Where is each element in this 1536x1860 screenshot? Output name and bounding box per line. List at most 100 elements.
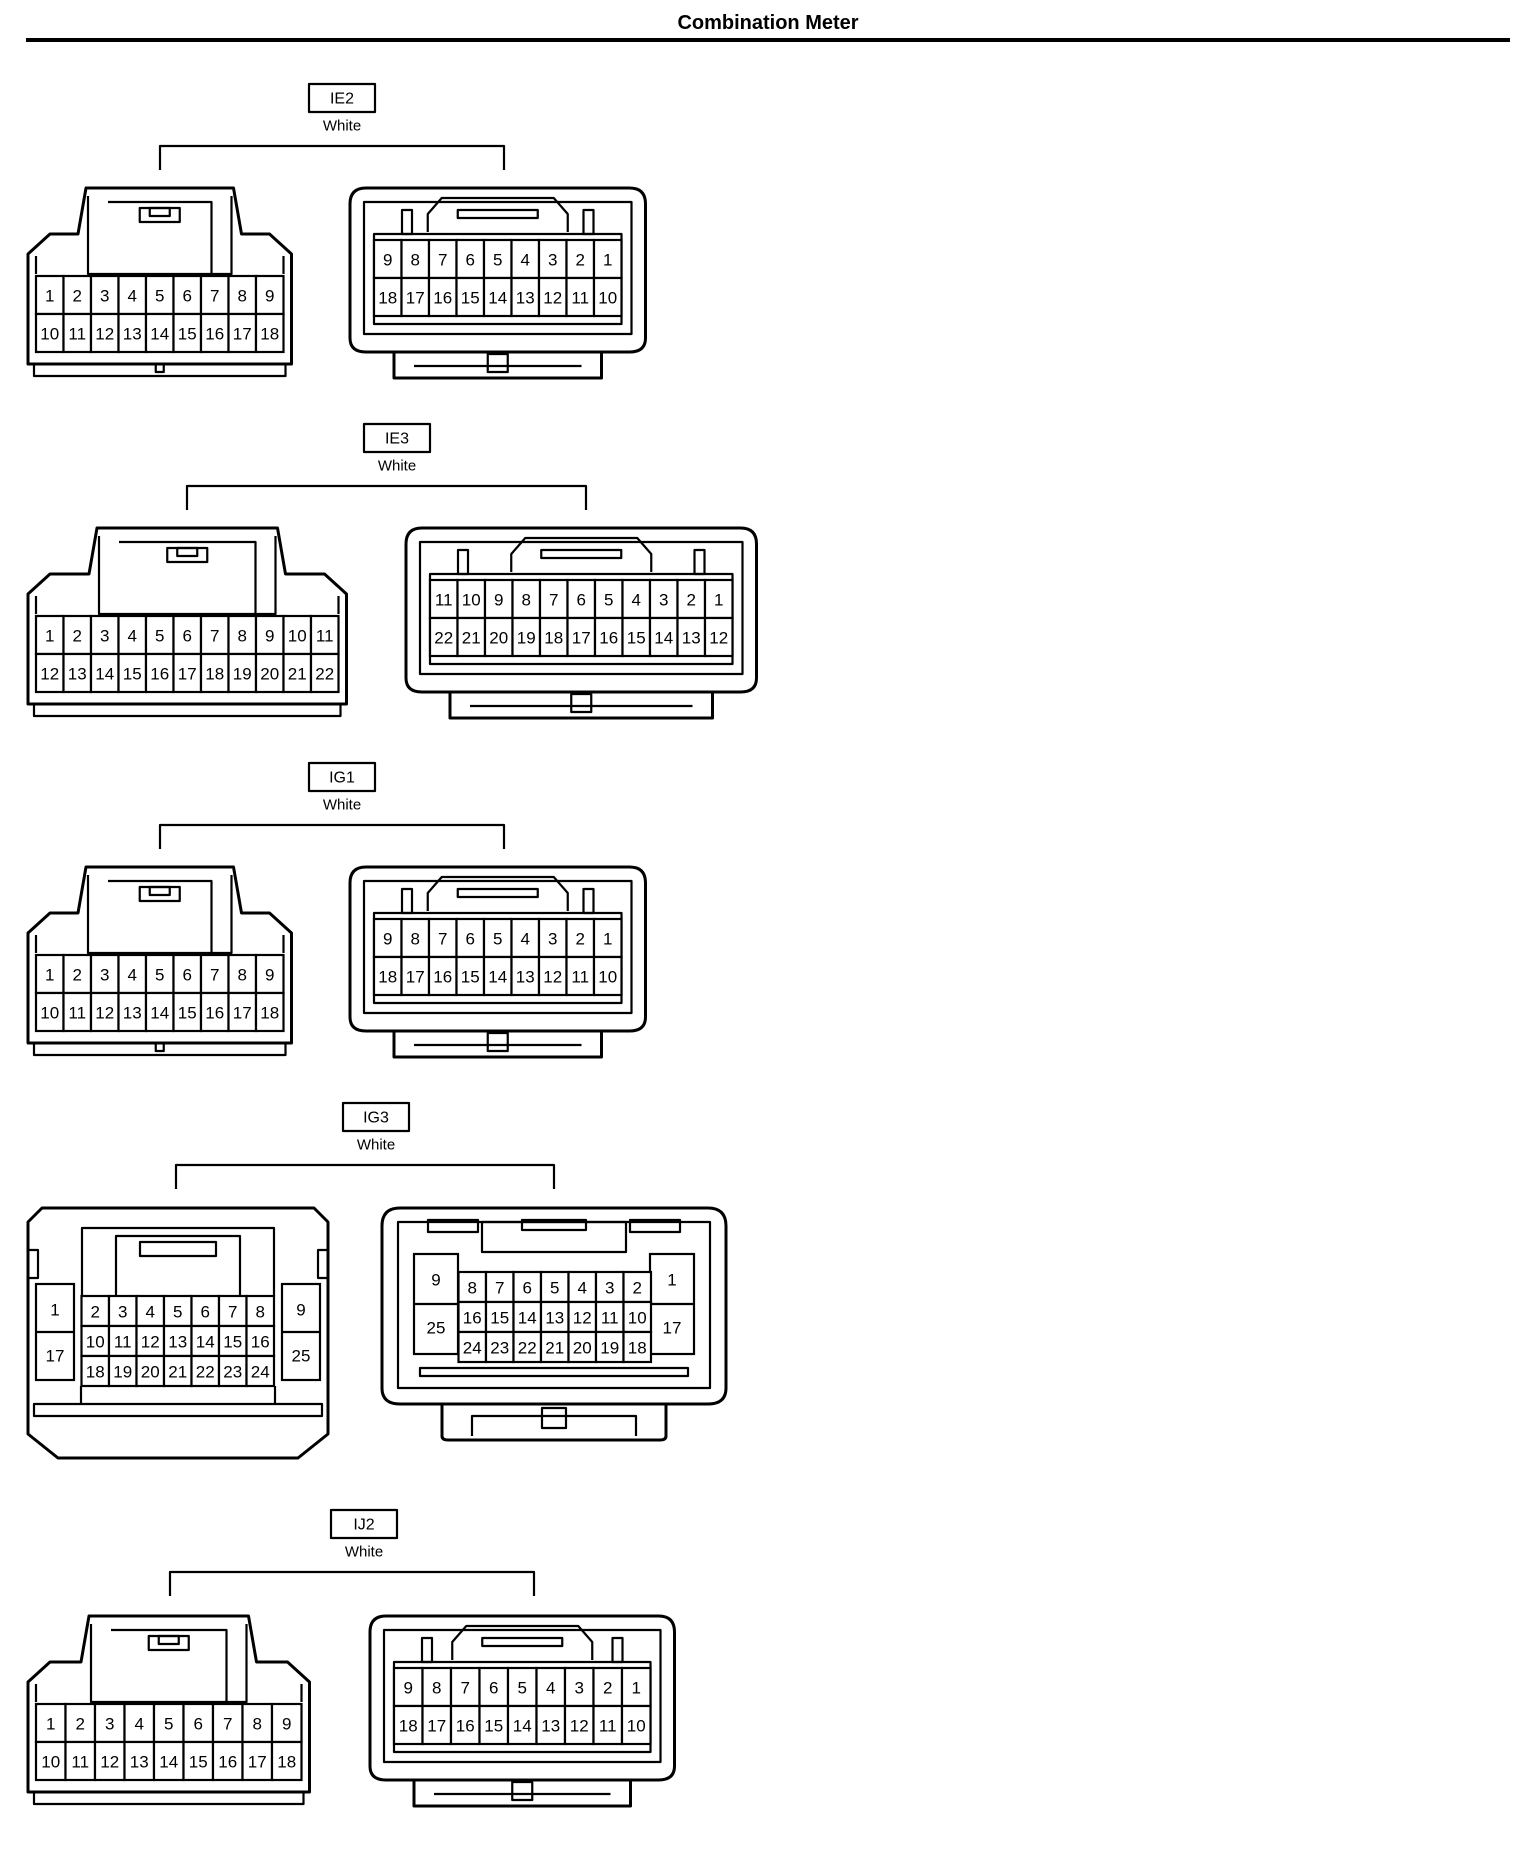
pin-label: 7 [549, 591, 558, 610]
pin-label: 18 [277, 1753, 296, 1772]
connector-id: IE3 [385, 431, 409, 448]
pin-cell [510, 276, 541, 318]
pin-label: 9 [265, 287, 274, 306]
pin-cell [309, 652, 340, 694]
latch [451, 1624, 594, 1660]
lock-key [511, 1780, 534, 1802]
housing-latch [86, 196, 233, 276]
pin-label: 8 [238, 287, 247, 306]
latch-tab [138, 1240, 218, 1258]
pin-label: 8 [522, 591, 531, 610]
connector-bracket [174, 1163, 556, 1189]
pin-label: 6 [523, 1279, 532, 1298]
pin-label: 11 [601, 1309, 619, 1328]
pin-cell [34, 652, 65, 694]
pin-label: 20 [141, 1363, 160, 1382]
connector-color: White [378, 458, 416, 475]
lock-key [540, 1406, 568, 1430]
connector-housing [26, 1206, 330, 1460]
pin-cell [537, 238, 568, 280]
pin-cell [107, 1324, 138, 1358]
pin-label: 12 [95, 325, 114, 344]
pin-label: 13 [541, 1717, 560, 1736]
pin-label: 3 [100, 966, 109, 985]
pin-cell [510, 917, 541, 959]
pin-label: 12 [709, 629, 728, 648]
connector-id: IG1 [329, 770, 355, 787]
pin-label: 9 [404, 1679, 413, 1698]
pin-label: 5 [164, 1715, 173, 1734]
pin-cell [566, 578, 597, 620]
pin-label: 11 [571, 968, 589, 987]
pin-cell [211, 1740, 244, 1782]
pin-label: 1 [46, 1715, 55, 1734]
latch [426, 875, 569, 911]
pin-label: 18 [399, 1717, 418, 1736]
pin-cell [199, 652, 230, 694]
pin-cell [456, 578, 487, 620]
pin-cell [199, 312, 230, 354]
pin-label: 8 [238, 966, 247, 985]
pin-cell [676, 578, 707, 620]
pin-label: 6 [577, 591, 586, 610]
connector-id-box [362, 422, 432, 454]
pin-label: 9 [431, 1271, 440, 1290]
pin-label: 7 [223, 1715, 232, 1734]
top-slot [628, 1218, 682, 1234]
pin-label: 9 [383, 251, 392, 270]
pin-cell [428, 578, 459, 620]
pin-label: 15 [178, 1004, 197, 1023]
pin-label: 12 [543, 968, 562, 987]
pin-cell [152, 1740, 185, 1782]
pin-label: 4 [135, 1715, 144, 1734]
pin-cell [620, 1704, 652, 1746]
pin-label: 7 [438, 930, 447, 949]
pin-label: 21 [462, 629, 481, 648]
bottom-lock [392, 1031, 603, 1059]
pin-label: 4 [521, 251, 530, 270]
pin-cell [512, 1270, 543, 1304]
pin-cell [620, 1666, 652, 1708]
pin-label: 17 [572, 629, 591, 648]
pin-label: 4 [521, 930, 530, 949]
latch-slot [157, 1634, 180, 1646]
bottom-lock [412, 1780, 632, 1808]
pin-label: 1 [45, 287, 54, 306]
pin-cell [457, 1270, 488, 1304]
pin-label: 16 [150, 665, 169, 684]
pin-label: 17 [406, 289, 425, 308]
pin-label: 4 [578, 1279, 587, 1298]
connector-color: White [357, 1137, 395, 1154]
pin-label: 9 [282, 1715, 291, 1734]
pin-cell [227, 614, 258, 656]
pin-cell [592, 917, 623, 959]
connector-bracket [168, 1570, 536, 1596]
pin-label: 22 [434, 629, 453, 648]
pin-label: 10 [86, 1333, 105, 1352]
pin-label: 20 [260, 665, 279, 684]
latch [426, 196, 569, 232]
pin-cell [372, 917, 403, 959]
pin-label: 8 [238, 627, 247, 646]
side-notch [28, 1248, 40, 1280]
pin-cell [535, 1704, 567, 1746]
connector-housing [404, 526, 758, 694]
guide-rib [400, 208, 414, 236]
pin-cell [254, 991, 285, 1033]
base-wall [79, 1386, 277, 1404]
pin-cell [565, 955, 596, 997]
pin-cell [227, 652, 258, 694]
pin-cell [511, 616, 542, 658]
pin-label: 8 [432, 1679, 441, 1698]
pin-label: 17 [663, 1319, 682, 1338]
pin-label: 13 [516, 968, 535, 987]
connector-bracket [158, 144, 506, 170]
pin-cell [199, 953, 230, 995]
pin-cell [172, 614, 203, 656]
pin-label: 14 [488, 289, 507, 308]
pin-label: 1 [50, 1301, 59, 1320]
pin-label: 5 [550, 1279, 559, 1298]
pin-cell [182, 1702, 215, 1744]
housing-latch [89, 1624, 248, 1704]
pin-label: 11 [435, 591, 453, 610]
